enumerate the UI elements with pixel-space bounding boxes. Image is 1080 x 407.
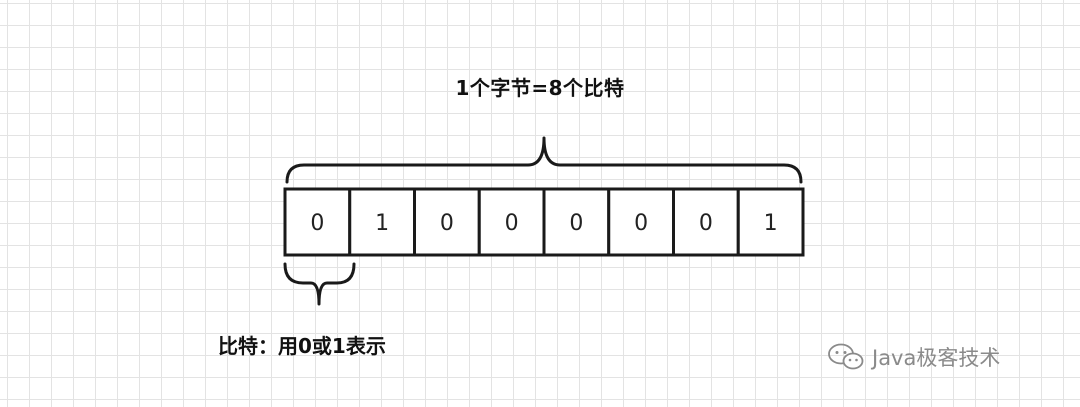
bit-cell <box>607 187 675 257</box>
bit-value: 0 <box>505 211 519 236</box>
bit-value: 1 <box>764 211 778 236</box>
bit-cell <box>477 187 546 257</box>
bit-value: 0 <box>310 211 324 236</box>
bit-cell <box>672 187 740 257</box>
bit-value: 0 <box>634 211 648 236</box>
byte-label: 1个字节=8个比特 <box>455 76 625 100</box>
bit-brace <box>283 262 356 306</box>
bit-value: 0 <box>569 211 583 236</box>
watermark: Java极客技术 <box>826 342 1000 372</box>
bit-cell <box>348 187 416 257</box>
bit-cell <box>736 187 805 257</box>
bit-value: 0 <box>440 211 454 236</box>
bit-cell <box>542 187 611 257</box>
bit-cells: 0 1 0 0 0 0 0 1 <box>283 187 805 257</box>
bit-value: 1 <box>375 211 389 236</box>
watermark-text: Java极客技术 <box>872 346 1001 370</box>
bit-label: 比特：用0或1表示 <box>218 334 386 358</box>
byte-brace <box>285 136 803 184</box>
wechat-icon <box>826 342 866 372</box>
bit-value: 0 <box>699 211 713 236</box>
